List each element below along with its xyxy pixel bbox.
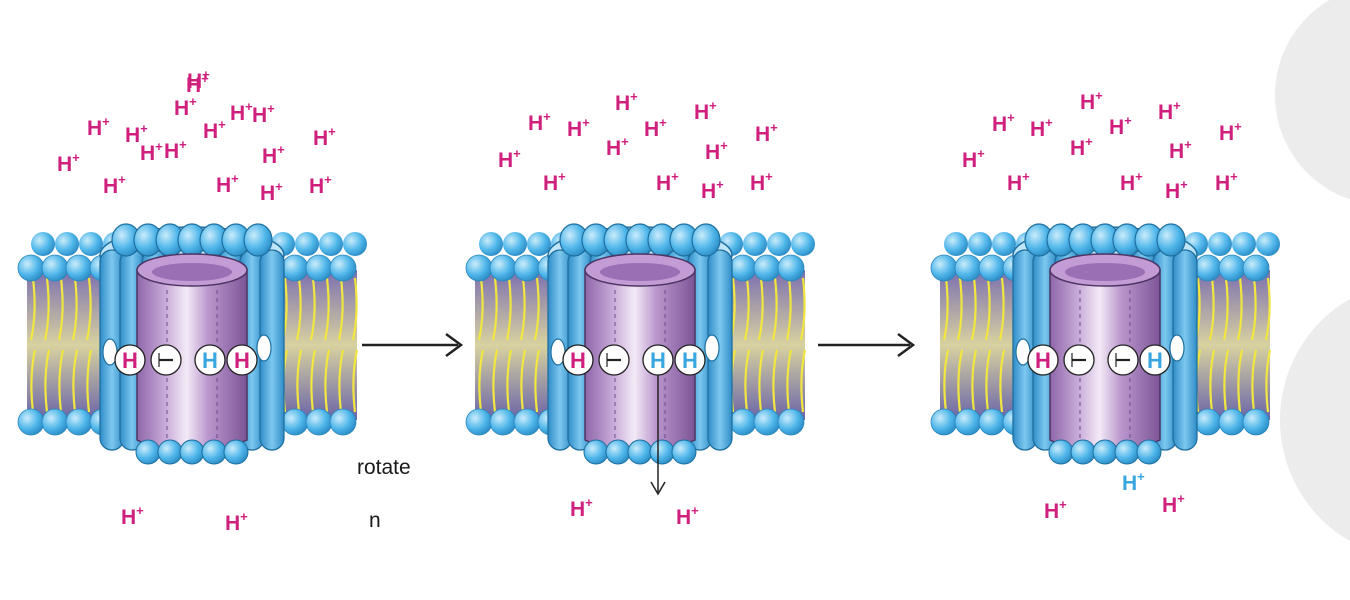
svg-text:H: H	[570, 348, 586, 373]
proton-icon: H+	[992, 110, 1015, 136]
proton-icon: H+	[962, 146, 985, 172]
caption-fragment-n: n	[369, 509, 381, 532]
proton-icon: H+	[570, 495, 593, 521]
proton-icon: H+	[1158, 98, 1181, 124]
rotor-icon	[135, 253, 249, 465]
proton-icon: H+	[186, 71, 209, 97]
proton-icon: H+	[225, 509, 248, 535]
proton-icon: H+	[755, 120, 778, 146]
proton-icon: H+	[528, 109, 551, 135]
proton-icon: H+	[1044, 497, 1067, 523]
proton-icon: H+	[1165, 177, 1188, 203]
proton-icon: H+	[1122, 469, 1145, 495]
proton-icon: H+	[203, 117, 226, 143]
proton-icon: H+	[701, 177, 724, 203]
proton-icon: H+	[87, 114, 110, 140]
proton-icon: H+	[252, 101, 275, 127]
proton-icon: H+	[1109, 113, 1132, 139]
proton-icon: H+	[1070, 134, 1093, 160]
arrow-icon	[362, 332, 464, 358]
arrow-icon	[650, 375, 666, 496]
svg-text:H: H	[234, 348, 250, 373]
proton-icon: H+	[103, 172, 126, 198]
proton-icon: H+	[1215, 169, 1238, 195]
svg-text:H: H	[202, 348, 218, 373]
proton-icon: H+	[1007, 169, 1030, 195]
svg-text:H: H	[1035, 348, 1051, 373]
proton-icon: H+	[174, 94, 197, 120]
proton-icon: H+	[1120, 169, 1143, 195]
proton-icon: H+	[606, 134, 629, 160]
proton-icon: H+	[140, 139, 163, 165]
proton-icon: H+	[164, 137, 187, 163]
proton-icon: H+	[1162, 491, 1185, 517]
svg-text:H: H	[1147, 348, 1163, 373]
proton-icon: H+	[567, 115, 590, 141]
proton-icon: H+	[309, 172, 332, 198]
c-ring	[547, 223, 733, 451]
svg-text:H: H	[122, 348, 138, 373]
rotor-icon	[583, 253, 697, 465]
rotor-icon	[1048, 253, 1162, 465]
proton-icon: H+	[230, 99, 253, 125]
proton-icon: H+	[750, 169, 773, 195]
arrow-icon	[818, 332, 916, 358]
background-circle	[1275, 0, 1350, 542]
proton-icon: H+	[216, 171, 239, 197]
proton-icon: H+	[644, 115, 667, 141]
proton-icon: H+	[676, 503, 699, 529]
caption-fragment-rotate: rotate	[357, 456, 411, 479]
proton-icon: H+	[498, 146, 521, 172]
proton-icon: H+	[121, 503, 144, 529]
proton-icon: H+	[705, 138, 728, 164]
proton-icon: H+	[1030, 115, 1053, 141]
proton-icon: H+	[57, 150, 80, 176]
proton-icon: H+	[694, 98, 717, 124]
proton-icon: H+	[615, 89, 638, 115]
proton-icon: H+	[187, 67, 210, 93]
proton-icon: H+	[262, 142, 285, 168]
proton-icon: H+	[543, 169, 566, 195]
proton-icon: H+	[656, 169, 679, 195]
proton-icon: H+	[1219, 119, 1242, 145]
svg-text:H: H	[682, 348, 698, 373]
proton-icon: H+	[125, 121, 148, 147]
svg-text:H: H	[650, 348, 666, 373]
proton-icon: H+	[313, 124, 336, 150]
proton-icon: H+	[1080, 88, 1103, 114]
proton-icon: H+	[1169, 137, 1192, 163]
proton-icon: H+	[260, 179, 283, 205]
